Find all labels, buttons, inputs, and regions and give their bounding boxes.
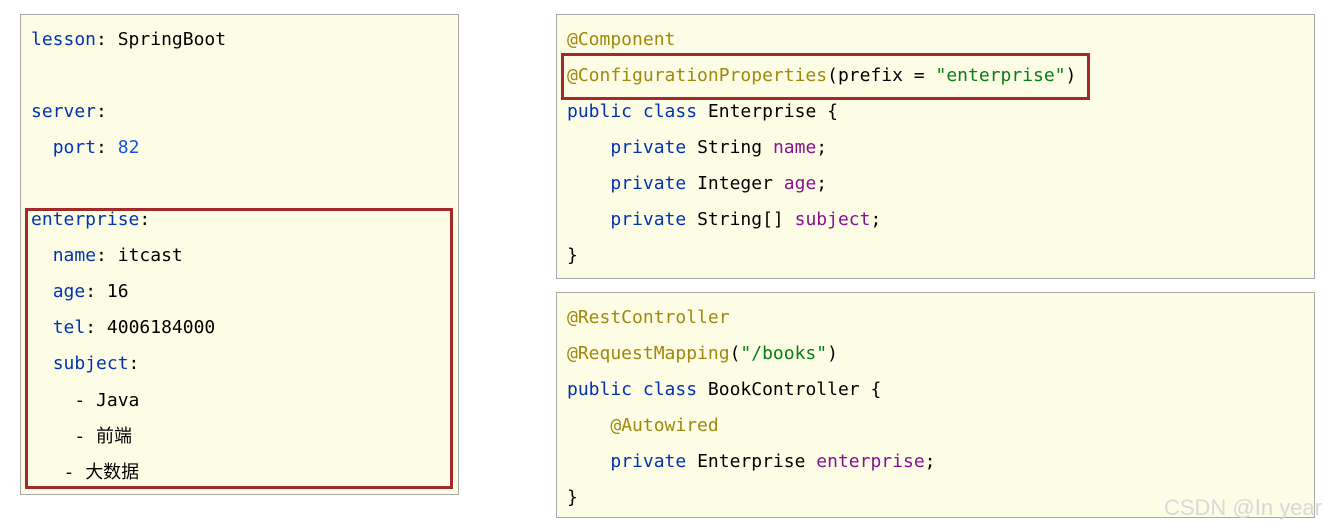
code-line-component: @Component	[567, 29, 676, 50]
code-line-field: private Integer age;	[610, 173, 828, 194]
code-line-rest-controller: @RestController	[567, 307, 730, 328]
yaml-subject-item: - 大数据	[31, 462, 140, 483]
code-line-field: private String[] subject;	[610, 209, 882, 230]
code-line-request-mapping: @RequestMapping("/books")	[567, 343, 838, 364]
yaml-line-name: name: itcast	[52, 245, 183, 266]
code-line-autowired: @Autowired	[610, 415, 719, 436]
yaml-line-subject: subject:	[52, 353, 140, 374]
yaml-subject-item: - Java	[31, 390, 140, 411]
enterprise-block-highlight	[25, 208, 453, 489]
yaml-config-panel: lesson: SpringBoot server: port: 82 ente…	[20, 14, 459, 495]
code-line-class-decl: public class BookController {	[567, 379, 882, 400]
config-properties-highlight	[561, 53, 1090, 100]
code-line-close-brace: }	[567, 245, 578, 266]
yaml-line-port: port: 82	[52, 137, 140, 158]
code-line-field: private Enterprise enterprise;	[610, 451, 936, 472]
yaml-subject-item: - 前端	[31, 426, 133, 447]
yaml-line-enterprise: enterprise:	[31, 209, 151, 230]
code-line-config-properties: @ConfigurationProperties(prefix = "enter…	[567, 65, 1077, 86]
watermark: CSDN @In year	[1163, 495, 1322, 520]
book-controller-panel: @RestController @RequestMapping("/books"…	[556, 292, 1315, 518]
code-line-field: private String name;	[610, 137, 828, 158]
yaml-line-lesson: lesson: SpringBoot	[31, 29, 227, 50]
yaml-line-tel: tel: 4006184000	[52, 317, 216, 338]
code-line-class-decl: public class Enterprise {	[567, 101, 838, 122]
yaml-line-age: age: 16	[52, 281, 129, 302]
code-line-close-brace: }	[567, 487, 578, 508]
yaml-line-server: server:	[31, 101, 107, 122]
enterprise-class-panel: @Component @ConfigurationProperties(pref…	[556, 14, 1315, 279]
